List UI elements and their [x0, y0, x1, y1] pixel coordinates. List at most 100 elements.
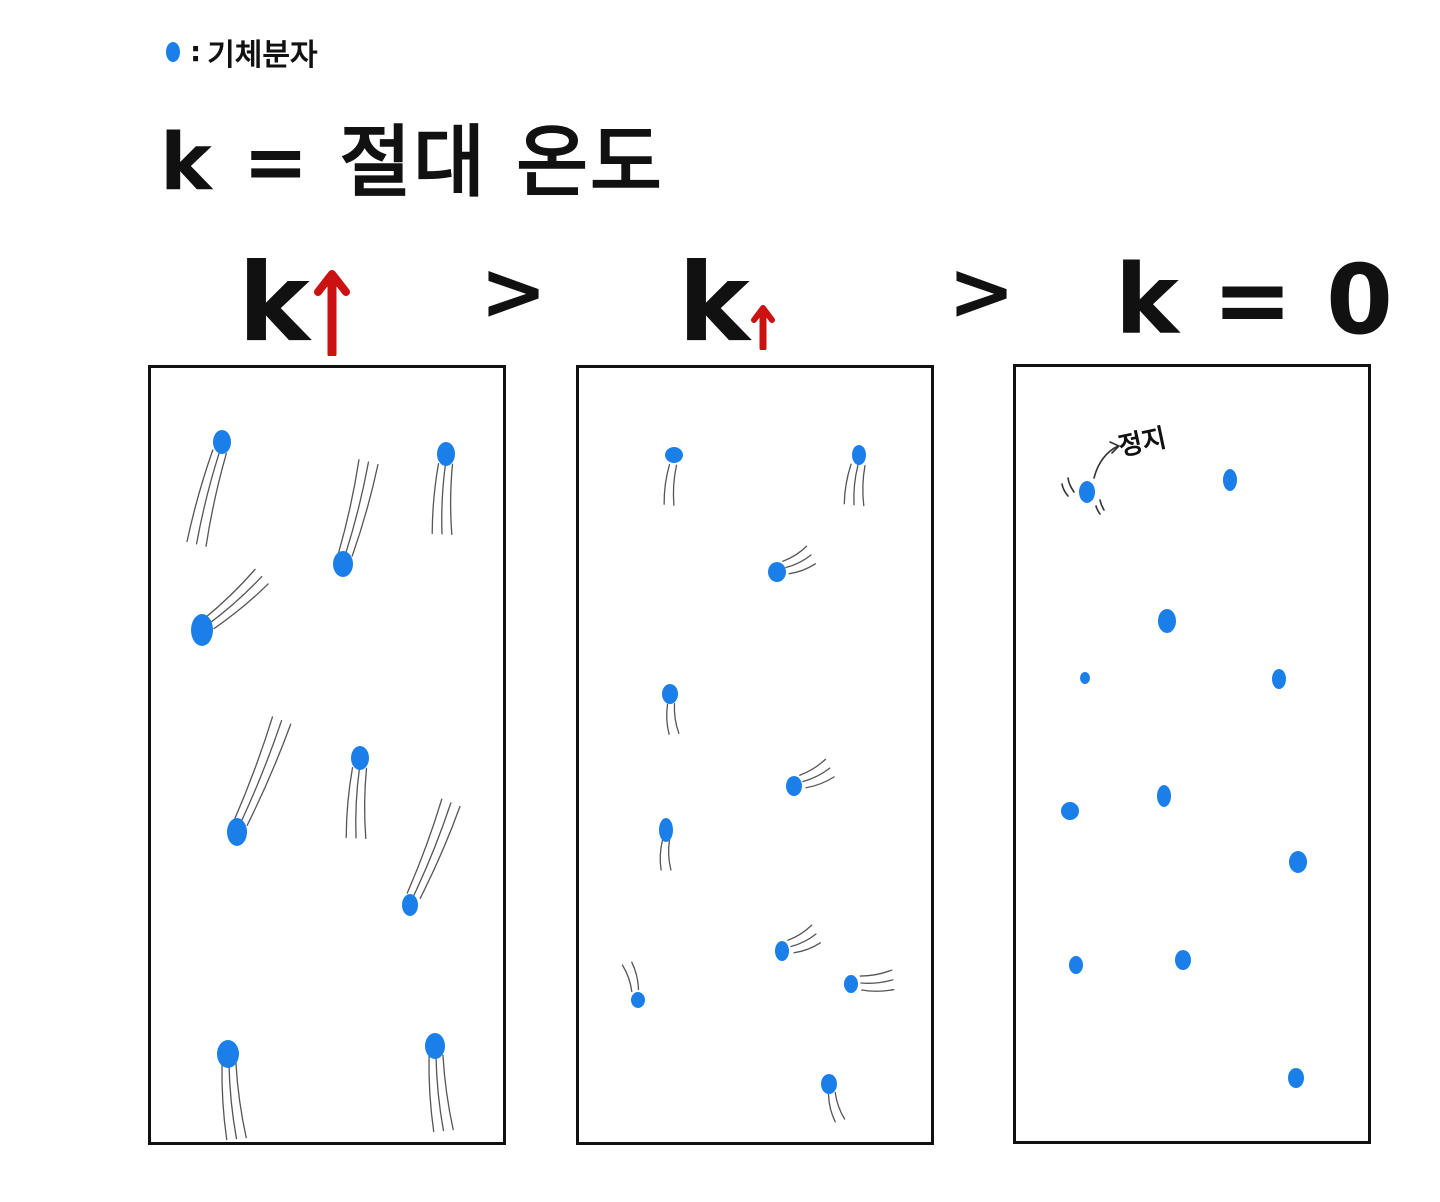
motion-streak: [859, 969, 893, 977]
panel-3-label: k = 0: [1115, 244, 1393, 356]
gas-molecule-still: [1069, 956, 1083, 974]
panel-2-header: k: [678, 250, 776, 358]
motion-streak: [240, 719, 283, 824]
container-box-zero-temp: [1013, 364, 1371, 1144]
motion-streak: [228, 1063, 238, 1140]
motion-streak: [785, 554, 812, 569]
motion-streak: [246, 723, 292, 826]
motion-streak: [805, 776, 835, 789]
gas-molecule-fast: [437, 442, 455, 466]
gas-molecule-fast: [217, 1040, 239, 1068]
motion-streak: [355, 767, 361, 839]
gas-molecule-slow: [662, 684, 678, 704]
gas-molecule-slow: [631, 992, 645, 1008]
motion-streak: [204, 568, 256, 619]
motion-streak: [221, 1064, 228, 1141]
gas-molecule-fast: [227, 818, 247, 846]
panel-1-header: k: [238, 250, 352, 358]
motion-streak: [621, 964, 633, 993]
motion-streak: [337, 459, 360, 554]
motion-streak: [860, 979, 894, 984]
gas-molecule-still: [1079, 481, 1095, 503]
motion-streak: [827, 1093, 836, 1123]
gas-molecule-slow: [844, 975, 858, 993]
gas-molecule-fast: [402, 894, 418, 916]
motion-streak: [853, 464, 859, 506]
red-up-arrow-large-icon: [313, 270, 350, 356]
motion-streak: [787, 924, 813, 941]
motion-streak: [233, 716, 274, 821]
motion-streak: [195, 451, 221, 545]
gas-molecule-still: [1157, 785, 1171, 807]
container-box-low-temp: [576, 365, 934, 1145]
motion-streak: [205, 452, 228, 547]
motion-streak: [793, 942, 822, 954]
motion-streak: [413, 802, 452, 897]
motion-streak: [834, 1091, 846, 1120]
motion-streak: [860, 988, 895, 992]
motion-streak: [790, 933, 817, 948]
motion-streak: [672, 464, 678, 506]
motion-streak: [186, 449, 214, 543]
vibration-tick: [1067, 477, 1075, 493]
stop-pointer-arrowhead-icon: [1109, 441, 1121, 454]
gas-molecule-slow: [786, 776, 802, 796]
gas-molecule-still: [1158, 609, 1176, 633]
gas-molecule-slow: [852, 445, 866, 465]
motion-streak: [788, 563, 817, 575]
gas-molecule-still: [1223, 469, 1237, 491]
vibration-tick: [1099, 499, 1105, 511]
motion-streak: [344, 461, 370, 555]
panel-1-label: k: [238, 241, 310, 366]
motion-streak: [208, 576, 263, 624]
motion-streak: [673, 702, 680, 734]
motion-streak: [631, 961, 640, 991]
motion-streak: [666, 703, 670, 735]
vibration-tick: [1095, 505, 1101, 515]
motion-streak: [441, 463, 447, 535]
motion-streak: [782, 545, 808, 562]
motion-streak: [345, 766, 354, 839]
red-up-arrow-small-icon: [750, 305, 775, 350]
motion-streak: [799, 758, 827, 776]
motion-streak: [406, 798, 443, 894]
motion-streak: [435, 1055, 445, 1132]
definition-title: k = 절대 온도: [160, 118, 664, 208]
gas-molecule-slow: [665, 447, 683, 463]
gas-molecule-still: [1288, 1068, 1304, 1088]
legend: : 기체분자: [166, 30, 318, 74]
gas-molecule-fast: [191, 614, 213, 646]
greater-than-1: >: [480, 245, 548, 338]
gas-molecule-still: [1272, 669, 1286, 689]
motion-streak: [663, 463, 671, 505]
gas-molecule-slow: [775, 941, 789, 961]
motion-streak: [802, 767, 831, 783]
gas-molecule-fast: [333, 551, 353, 577]
stop-pointer-arrow-icon: [1093, 445, 1119, 479]
motion-streak: [659, 839, 664, 871]
motion-streak: [431, 462, 440, 535]
motion-streak: [449, 463, 454, 536]
motion-streak: [351, 463, 379, 557]
motion-streak: [428, 1056, 435, 1133]
legend-label: 기체분자: [207, 38, 318, 73]
motion-streak: [235, 1062, 247, 1139]
vibration-tick: [1061, 483, 1069, 497]
gas-molecule-still: [1175, 950, 1191, 970]
motion-streak: [213, 583, 269, 630]
gas-molecule-slow: [768, 562, 786, 582]
gas-molecule-fast: [351, 746, 369, 770]
motion-streak: [419, 805, 461, 899]
gas-molecule-still: [1080, 672, 1090, 684]
legend-colon: :: [190, 35, 202, 68]
motion-streak: [442, 1054, 454, 1131]
motion-streak: [667, 839, 672, 871]
motion-streak: [843, 463, 852, 505]
gas-molecule-fast: [213, 430, 231, 454]
gas-molecule-slow: [821, 1074, 837, 1094]
panel-2-label: k: [678, 241, 750, 366]
gas-molecule-legend-icon: [166, 42, 180, 62]
motion-streak: [363, 767, 368, 840]
motion-streak: [862, 464, 866, 507]
